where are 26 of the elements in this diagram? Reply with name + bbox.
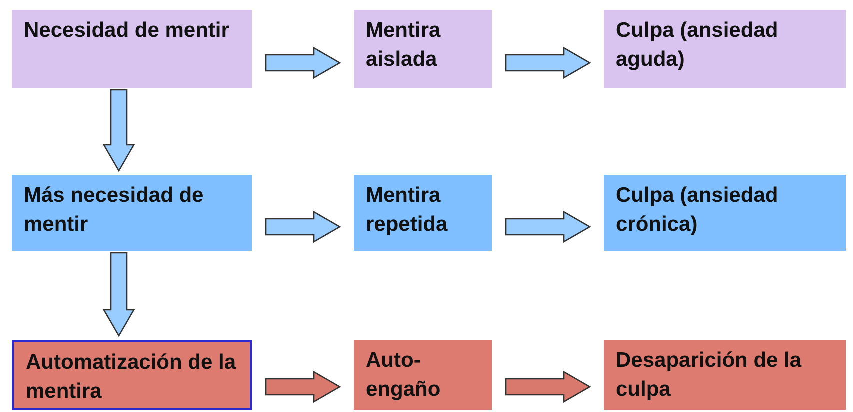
process-box <box>354 10 492 88</box>
process-box <box>604 10 846 88</box>
process-box <box>12 340 252 410</box>
process-box <box>12 10 252 88</box>
box-label: Auto- engaño <box>366 348 442 403</box>
block-arrow <box>102 89 136 172</box>
box-label: Mentira repetida <box>366 183 449 238</box>
process-box <box>12 175 252 251</box>
block-arrow <box>505 210 592 244</box>
box-label: Automatización de la mentira <box>26 350 238 405</box>
block-arrow <box>505 46 592 80</box>
process-box <box>604 340 846 410</box>
box-label: Necesidad de mentir <box>24 18 230 44</box>
box-label: Culpa (ansiedad crónica) <box>616 183 780 238</box>
box-label: Mentira aislada <box>366 18 442 73</box>
box-label: Desaparición de la culpa <box>616 348 803 403</box>
process-box <box>604 175 846 251</box>
block-arrow <box>265 370 342 404</box>
block-arrow <box>265 210 342 244</box>
block-arrow <box>265 46 342 80</box>
box-label: Culpa (ansiedad aguda) <box>616 18 780 73</box>
block-arrow <box>505 370 592 404</box>
box-label: Más necesidad de mentir <box>24 183 205 238</box>
process-box <box>354 175 492 251</box>
block-arrow <box>102 252 136 338</box>
process-box <box>354 340 492 410</box>
